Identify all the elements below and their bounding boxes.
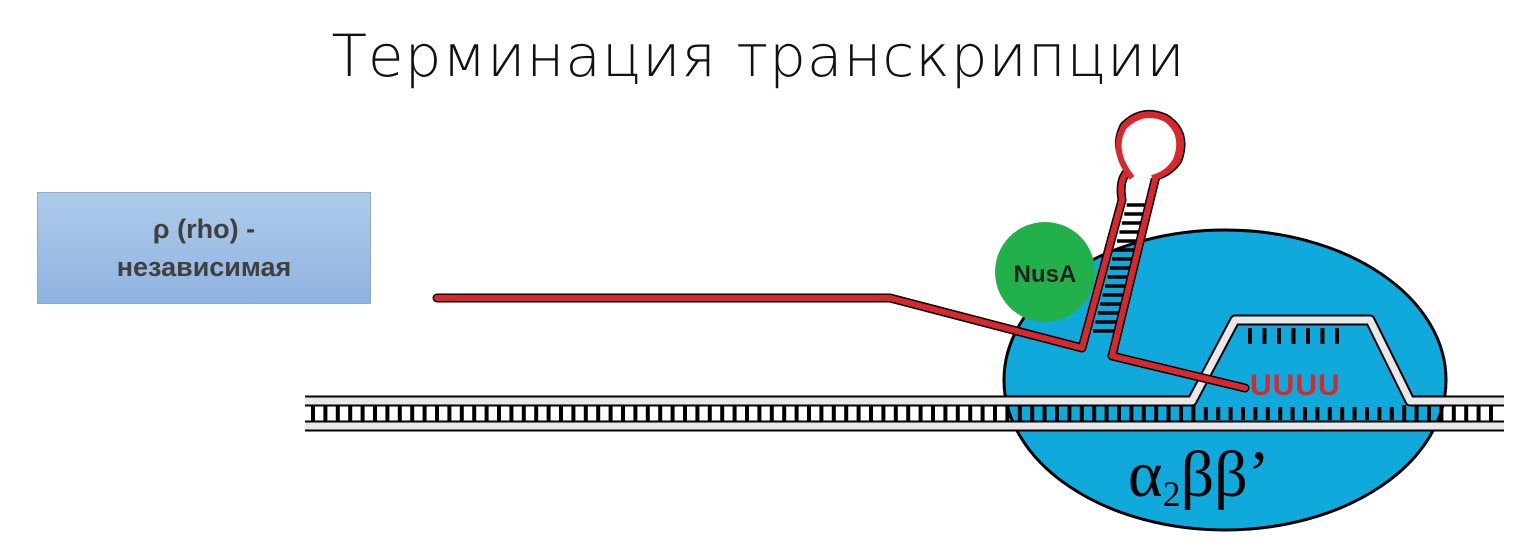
hairpin-loop — [1115, 111, 1183, 181]
slide-title: Терминация транскрипции — [331, 22, 1186, 90]
dna-double-helix — [305, 314, 1504, 432]
dna-base-pairs — [311, 405, 1493, 422]
nusa-protein: NusA — [995, 222, 1095, 322]
dna-top-strand-fill — [305, 316, 1504, 405]
uuuu-sequence: UUUU — [1250, 369, 1341, 402]
rna-transcript — [432, 109, 1250, 393]
box-line-1: ρ (rho) - — [152, 214, 256, 244]
termination-type-box: ρ (rho) - независимая — [37, 192, 371, 304]
transcription-bubble-bases — [1248, 328, 1339, 344]
nusa-label: NusA — [1014, 261, 1077, 288]
hairpin-base-pairs — [1093, 203, 1149, 333]
box-line-2: независимая — [116, 252, 292, 282]
rna-polymerase-label: α2ββ’ — [1128, 438, 1270, 514]
